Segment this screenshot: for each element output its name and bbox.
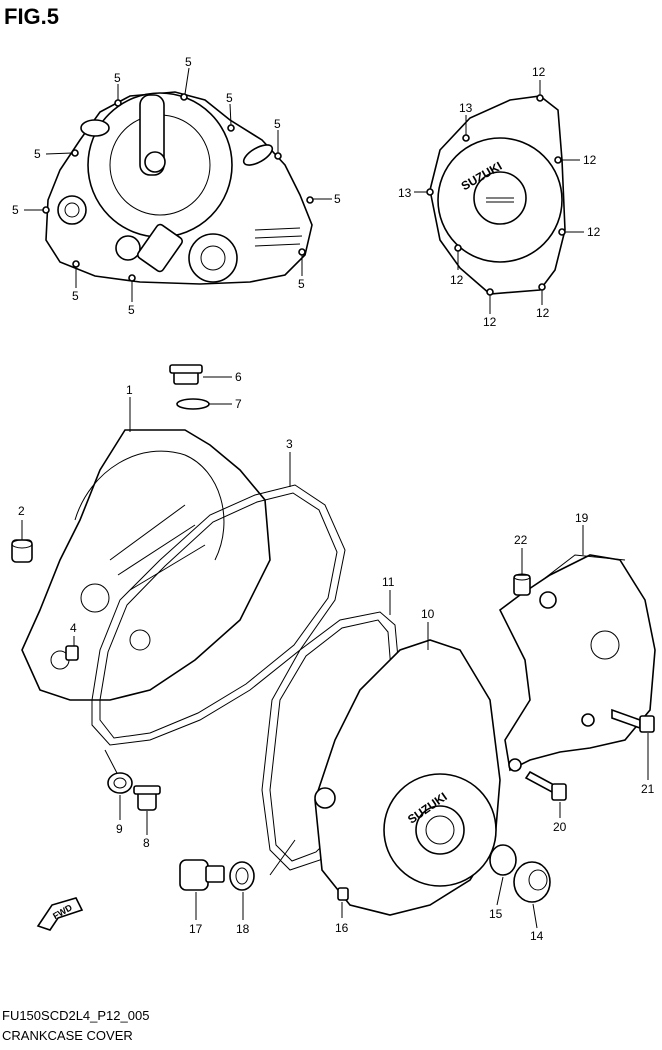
callout-6: 6	[235, 370, 242, 384]
callout-9: 9	[116, 822, 123, 836]
callout-18: 18	[236, 922, 250, 936]
callout-17: 17	[189, 922, 203, 936]
callout-1: 1	[126, 383, 133, 397]
callout-20: 20	[553, 820, 567, 834]
callout-16: 16	[335, 921, 349, 935]
magneto-cover-top-view: SUZUKI	[429, 95, 566, 295]
leaders-5	[24, 67, 332, 302]
leaders-right	[521, 525, 649, 818]
callout-5: 5	[12, 203, 19, 217]
callout-12: 12	[583, 153, 597, 167]
callout-5: 5	[128, 303, 135, 317]
leaders-12-13	[414, 80, 584, 314]
callout-7: 7	[235, 397, 242, 411]
o-ring-15-plug-14	[489, 844, 551, 929]
bolt-21	[611, 708, 655, 733]
bolt-markers-5	[42, 93, 314, 282]
bolt-20	[524, 770, 567, 801]
callout-12: 12	[450, 273, 464, 287]
callout-5: 5	[334, 192, 341, 206]
gasket-3	[91, 484, 346, 746]
figure-name: CRANKCASE COVER	[2, 1028, 133, 1043]
callout-5: 5	[72, 289, 79, 303]
callout-12: 12	[483, 315, 497, 329]
crankcase-cover-1	[21, 429, 271, 701]
callout-12: 12	[536, 306, 550, 320]
callout-12: 12	[587, 225, 601, 239]
callout-5: 5	[34, 147, 41, 161]
magneto-cover-10: SUZUKI	[314, 639, 501, 916]
fwd-arrow-icon: FWD	[36, 897, 84, 931]
callout-5: 5	[226, 91, 233, 105]
dowel-pin-22	[513, 573, 531, 596]
callout-3: 3	[286, 437, 293, 451]
callout-21: 21	[641, 782, 655, 796]
callout-4: 4	[70, 621, 77, 635]
washer-9-and-plug-8	[107, 772, 161, 835]
leaders-center-left	[21, 376, 291, 776]
figure-title: FIG.5	[4, 4, 60, 29]
callout-10: 10	[421, 607, 435, 621]
callout-5: 5	[114, 71, 121, 85]
callout-2: 2	[18, 504, 25, 518]
callout-8: 8	[143, 836, 150, 850]
clutch-cover-top-view	[45, 91, 313, 285]
callout-12: 12	[532, 65, 546, 79]
callout-13: 13	[459, 101, 473, 115]
callout-22: 22	[514, 533, 528, 547]
figure-code: FU150SCD2L4_P12_005	[2, 1008, 150, 1023]
callout-5: 5	[274, 117, 281, 131]
leaders-bottom-center	[269, 590, 429, 918]
callout-5: 5	[298, 277, 305, 291]
callout-15: 15	[489, 907, 503, 921]
callout-5: 5	[185, 55, 192, 69]
callout-13: 13	[398, 186, 412, 200]
callout-19: 19	[575, 511, 589, 525]
bolt-17-washer-18	[179, 859, 255, 920]
callout-14: 14	[530, 929, 544, 943]
callout-11: 11	[382, 575, 395, 589]
